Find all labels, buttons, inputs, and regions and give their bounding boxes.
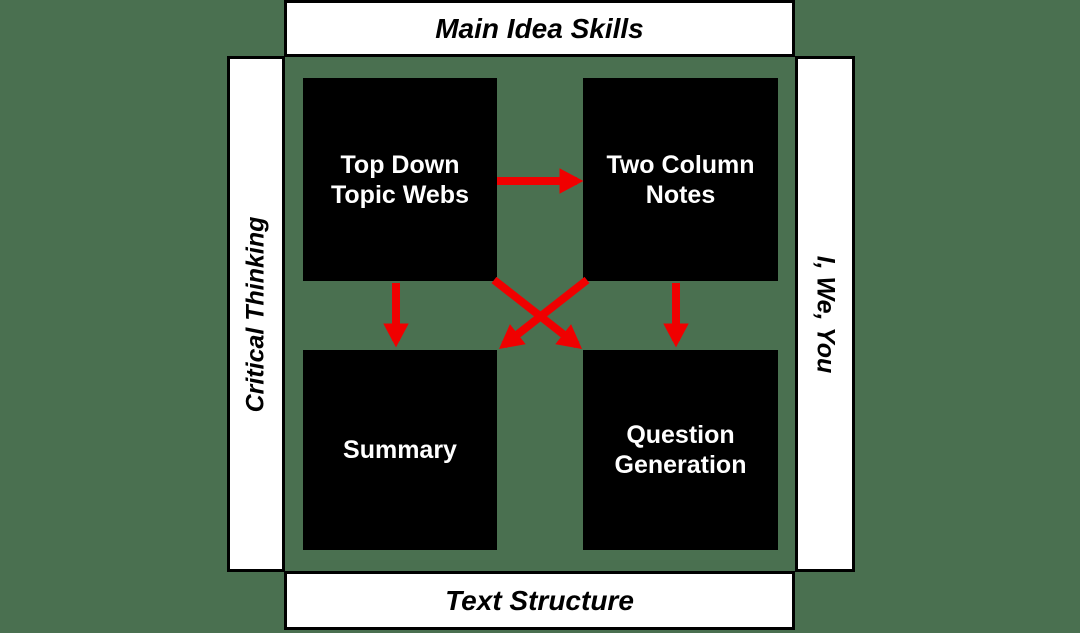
banner-right-label: I, We, You (811, 255, 840, 373)
banner-bottom-label: Text Structure (445, 584, 634, 616)
box-question-generation-label: Question Generation (614, 421, 747, 479)
banner-text-structure: Text Structure (284, 571, 795, 630)
box-top-down-topic-webs: Top Down Topic Webs (303, 78, 497, 281)
box-question-generation: Question Generation (583, 350, 778, 550)
box-summary-label: Summary (343, 436, 457, 464)
box-summary: Summary (303, 350, 497, 550)
arrow-top-down-topic-webs-to-question-generation (491, 276, 583, 349)
box-two-column-notes: Two Column Notes (583, 78, 778, 281)
banner-i-we-you: I, We, You (795, 56, 855, 572)
banner-main-idea-skills: Main Idea Skills (284, 0, 795, 57)
banner-critical-thinking: Critical Thinking (227, 56, 285, 572)
box-two-column-notes-label: Two Column Notes (606, 150, 755, 209)
box-top-down-topic-webs-label: Top Down Topic Webs (331, 150, 469, 209)
banner-top-label: Main Idea Skills (435, 12, 644, 44)
arrow-two-column-notes-to-summary (498, 276, 590, 349)
banner-left-label: Critical Thinking (241, 216, 270, 412)
